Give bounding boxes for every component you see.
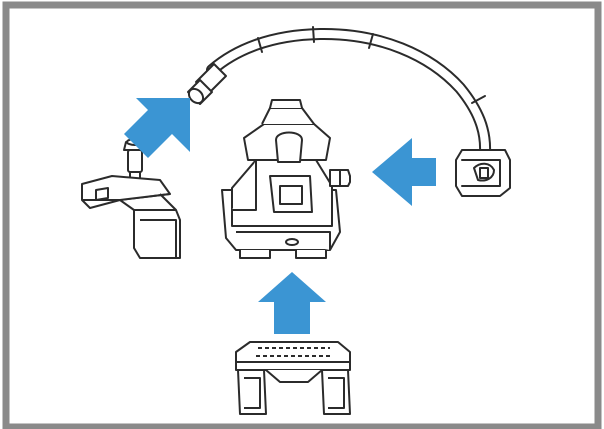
arrow-left-icon — [372, 138, 436, 206]
arrow-up-icon — [258, 272, 326, 334]
arrow-up-right-icon — [124, 98, 190, 158]
center-bracket-icon — [221, 99, 351, 259]
cable-assembly-icon — [187, 26, 511, 197]
bottom-clip-icon — [235, 341, 351, 415]
